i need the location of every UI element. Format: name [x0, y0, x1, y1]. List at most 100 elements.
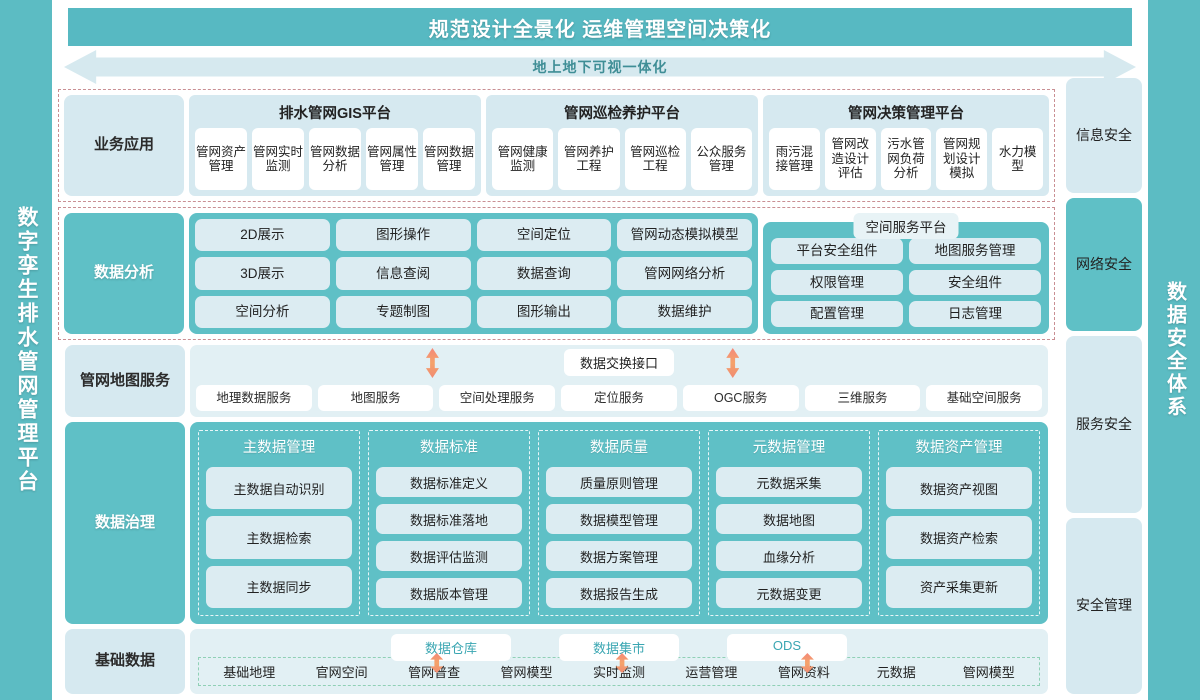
gov-cell[interactable]: 元数据变更 — [716, 578, 862, 608]
basic-data-item[interactable]: 实时监测 — [592, 665, 645, 680]
map-service-item[interactable]: 地图服务 — [317, 385, 434, 411]
map-service-item[interactable]: 定位服务 — [561, 385, 677, 411]
analysis-cell[interactable]: 空间分析 — [195, 295, 330, 328]
analysis-cell[interactable]: 数据维护 — [617, 295, 752, 328]
gov-group-master-data: 主数据管理 主数据自动识别 主数据检索 主数据同步 — [198, 430, 360, 616]
spatial-platform-title: 空间服务平台 — [853, 213, 959, 239]
analysis-columns: 2D展示 3D展示 空间分析 图形操作 信息查阅 专题制图 空间定位 数据查询 … — [189, 213, 758, 334]
gov-group-title: 主数据管理 — [242, 440, 316, 456]
basic-data-item[interactable]: 管网资料 — [777, 665, 830, 680]
spatial-cell[interactable]: 安全组件 — [909, 269, 1041, 296]
map-service-item[interactable]: 三维服务 — [804, 385, 921, 411]
spatial-cell[interactable]: 日志管理 — [909, 301, 1041, 328]
security-stack: 信息安全 网络安全 服务安全 安全管理 — [1066, 78, 1148, 694]
data-exchange-interface-chip[interactable]: 数据交换接口 — [563, 349, 675, 376]
map-service-item[interactable]: 地理数据服务 — [196, 385, 312, 411]
gov-cell[interactable]: 数据评估监测 — [376, 541, 522, 571]
app-item[interactable]: 雨污混接管理 — [769, 128, 820, 190]
analysis-cell[interactable]: 数据查询 — [476, 257, 612, 290]
gov-cell[interactable]: 数据资产视图 — [886, 467, 1032, 510]
app-item[interactable]: 管网资产管理 — [195, 128, 247, 190]
double-headed-horizontal-arrow-icon: 地上地下可视一体化 — [64, 50, 1136, 84]
basic-data-item[interactable]: 基础地理 — [223, 665, 276, 680]
basic-data-item[interactable]: 运营管理 — [685, 665, 738, 680]
gov-cell[interactable]: 数据标准定义 — [376, 467, 522, 497]
gov-cell[interactable]: 血缘分析 — [716, 541, 862, 571]
basic-data-item[interactable]: 元数据 — [876, 665, 916, 680]
app-item[interactable]: 管网养护工程 — [558, 128, 620, 190]
security-box-information[interactable]: 信息安全 — [1066, 78, 1142, 193]
basic-data-chips: 数据仓库 数据集市 ODS — [190, 634, 1048, 661]
analysis-cell[interactable]: 3D展示 — [195, 257, 330, 290]
gov-cell[interactable]: 元数据采集 — [716, 467, 862, 497]
gov-cell[interactable]: 主数据检索 — [206, 516, 352, 559]
row-data-analysis: 数据分析 2D展示 3D展示 空间分析 图形操作 信息查阅 专题制图 空间定位 — [58, 207, 1142, 340]
governance-groups: 主数据管理 主数据自动识别 主数据检索 主数据同步 数据标准 数据标准定义 数据… — [190, 422, 1048, 624]
basic-chip-warehouse[interactable]: 数据仓库 — [391, 634, 511, 661]
gov-cell[interactable]: 主数据同步 — [206, 565, 352, 608]
gov-cell[interactable]: 主数据自动识别 — [206, 467, 352, 510]
map-service-item[interactable]: 基础空间服务 — [926, 385, 1043, 411]
basic-data-item[interactable]: 管网模型 — [962, 665, 1015, 680]
basic-chip-ods[interactable]: ODS — [727, 634, 847, 661]
gov-cell[interactable]: 质量原则管理 — [546, 467, 692, 497]
analysis-cell[interactable]: 管网网络分析 — [617, 257, 752, 290]
header-banner: 规范设计全景化 运维管理空间决策化 — [68, 8, 1132, 46]
analysis-cell[interactable]: 图形操作 — [335, 219, 471, 252]
analysis-dashed-container: 数据分析 2D展示 3D展示 空间分析 图形操作 信息查阅 专题制图 空间定位 — [58, 207, 1055, 340]
spatial-column: 地图服务管理 安全组件 日志管理 — [909, 238, 1041, 328]
app-item[interactable]: 管网属性管理 — [366, 128, 418, 190]
gov-group-data-asset: 数据资产管理 数据资产视图 数据资产检索 资产采集更新 — [878, 430, 1040, 616]
app-item[interactable]: 管网改造设计评估 — [824, 128, 876, 190]
app-group-gis-items: 管网资产管理 管网实时监测 管网数据分析 管网属性管理 管网数据管理 — [195, 128, 475, 190]
double-headed-vertical-arrow-icon — [425, 348, 439, 378]
app-item[interactable]: 管网健康监测 — [492, 128, 554, 190]
gov-group-data-standard: 数据标准 数据标准定义 数据标准落地 数据评估监测 数据版本管理 — [368, 430, 530, 616]
gov-cell[interactable]: 数据标准落地 — [376, 504, 522, 534]
gov-cell[interactable]: 数据报告生成 — [546, 578, 692, 608]
analysis-cell[interactable]: 2D展示 — [195, 219, 330, 252]
gov-cell[interactable]: 数据版本管理 — [376, 578, 522, 608]
app-item[interactable]: 管网数据分析 — [309, 128, 361, 190]
analysis-column: 图形操作 信息查阅 专题制图 — [335, 219, 471, 328]
row-label-basic-data: 基础数据 — [65, 629, 185, 694]
security-box-service[interactable]: 服务安全 — [1066, 336, 1142, 513]
app-item[interactable]: 管网规划设计模拟 — [936, 128, 988, 190]
map-service-container: 数据交换接口 地理数据服务 地图服务 空间处理服务 定位服务 OGC服务 三维服… — [190, 345, 1048, 417]
app-item[interactable]: 公众服务管理 — [690, 128, 752, 190]
map-service-item[interactable]: OGC服务 — [682, 385, 799, 411]
gov-cell[interactable]: 资产采集更新 — [886, 565, 1032, 608]
basic-data-item[interactable]: 管网模型 — [500, 665, 553, 680]
analysis-cell[interactable]: 专题制图 — [335, 295, 471, 328]
center-column: 规范设计全景化 运维管理空间决策化 地上地下可视一体化 业务应用 排水管网GIS… — [52, 0, 1148, 700]
app-item[interactable]: 管网数据管理 — [423, 128, 475, 190]
analysis-cell[interactable]: 图形输出 — [476, 295, 612, 328]
double-headed-vertical-arrow-icon — [615, 653, 629, 673]
gov-cell[interactable]: 数据方案管理 — [546, 541, 692, 571]
spatial-cell[interactable]: 权限管理 — [771, 269, 903, 296]
row-basic-data: 基础数据 数据仓库 数据集市 ODS 基础地理 官网空间 管网普查 管网模型 — [58, 629, 1142, 694]
app-item[interactable]: 管网巡检工程 — [624, 128, 686, 190]
map-service-item[interactable]: 空间处理服务 — [439, 385, 556, 411]
security-box-management[interactable]: 安全管理 — [1066, 517, 1142, 694]
gov-cell[interactable]: 数据资产检索 — [886, 516, 1032, 559]
row-label-analysis: 数据分析 — [64, 213, 184, 334]
spatial-cell[interactable]: 平台安全组件 — [771, 238, 903, 264]
app-group-inspection: 管网巡检养护平台 管网健康监测 管网养护工程 管网巡检工程 公众服务管理 — [486, 95, 758, 196]
app-item[interactable]: 污水管网负荷分析 — [880, 128, 932, 190]
security-box-network[interactable]: 网络安全 — [1066, 198, 1142, 331]
basic-data-item[interactable]: 官网空间 — [315, 665, 368, 680]
analysis-cell[interactable]: 管网动态模拟模型 — [617, 219, 752, 252]
gov-cell[interactable]: 数据地图 — [716, 504, 862, 534]
analysis-cell[interactable]: 空间定位 — [476, 219, 612, 252]
app-item[interactable]: 水力模型 — [992, 128, 1043, 190]
app-group-decision-items: 雨污混接管理 管网改造设计评估 污水管网负荷分析 管网规划设计模拟 水力模型 — [769, 128, 1043, 190]
basic-data-item[interactable]: 管网普查 — [408, 665, 461, 680]
spatial-cell[interactable]: 配置管理 — [771, 301, 903, 328]
spatial-cell[interactable]: 地图服务管理 — [909, 238, 1041, 264]
gov-cell[interactable]: 数据模型管理 — [546, 504, 692, 534]
app-item[interactable]: 管网实时监测 — [252, 128, 304, 190]
subbanner-text: 地上地下可视一体化 — [532, 59, 668, 75]
analysis-cell[interactable]: 信息查阅 — [335, 257, 471, 290]
